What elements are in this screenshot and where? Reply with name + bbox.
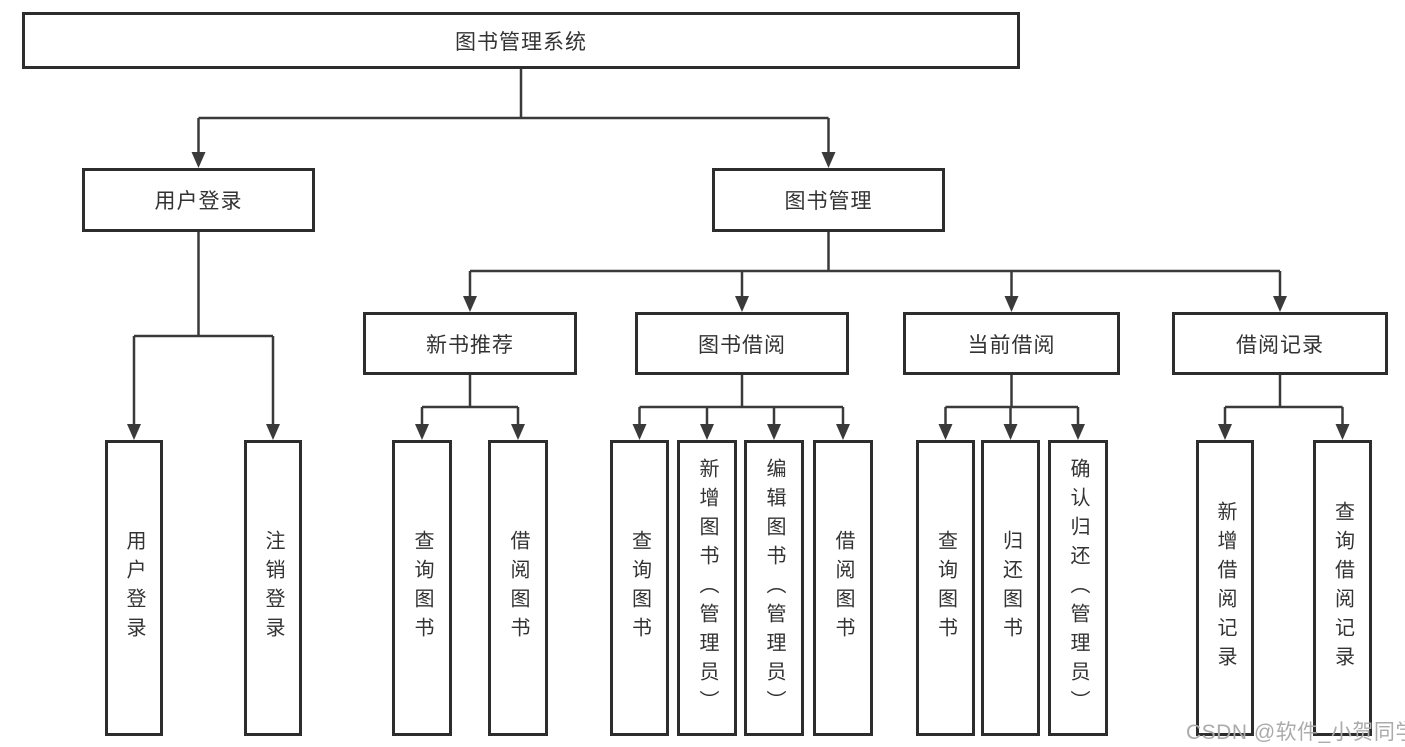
node-library-system: 图书管理系统 [22, 12, 1020, 69]
node-current-borrow: 当前借阅 [903, 312, 1120, 375]
leaf-add-borrow-record: 新增借阅记录 [1196, 440, 1254, 736]
leaf-confirm-return-admin: 确认归还（管理员） [1048, 440, 1108, 736]
leaf-user-login: 用户登录 [105, 440, 163, 736]
leaf-return-books: 归还图书 [981, 440, 1040, 736]
leaf-query-books-borrow: 查询图书 [610, 440, 669, 736]
leaf-logout: 注销登录 [244, 440, 302, 736]
leaf-add-books-admin: 新增图书（管理员） [677, 440, 737, 736]
node-borrow-records: 借阅记录 [1172, 312, 1388, 375]
leaf-query-borrow-record: 查询借阅记录 [1313, 440, 1372, 736]
leaf-edit-books-admin: 编辑图书（管理员） [744, 440, 804, 736]
leaf-borrow-books-recommend: 借阅图书 [488, 440, 548, 736]
node-user-login-group: 用户登录 [82, 168, 315, 232]
leaf-borrow-books: 借阅图书 [813, 440, 873, 736]
csdn-watermark: CSDN @软件_小贺同学 [1186, 721, 1405, 744]
connector-trunks [134, 69, 1343, 409]
node-book-management: 图书管理 [712, 168, 945, 232]
leaf-query-books-recommend: 查询图书 [392, 440, 452, 736]
leaf-query-books-current: 查询图书 [916, 440, 975, 736]
node-new-book-recommend: 新书推荐 [363, 312, 577, 375]
node-book-borrow: 图书借阅 [635, 312, 849, 375]
